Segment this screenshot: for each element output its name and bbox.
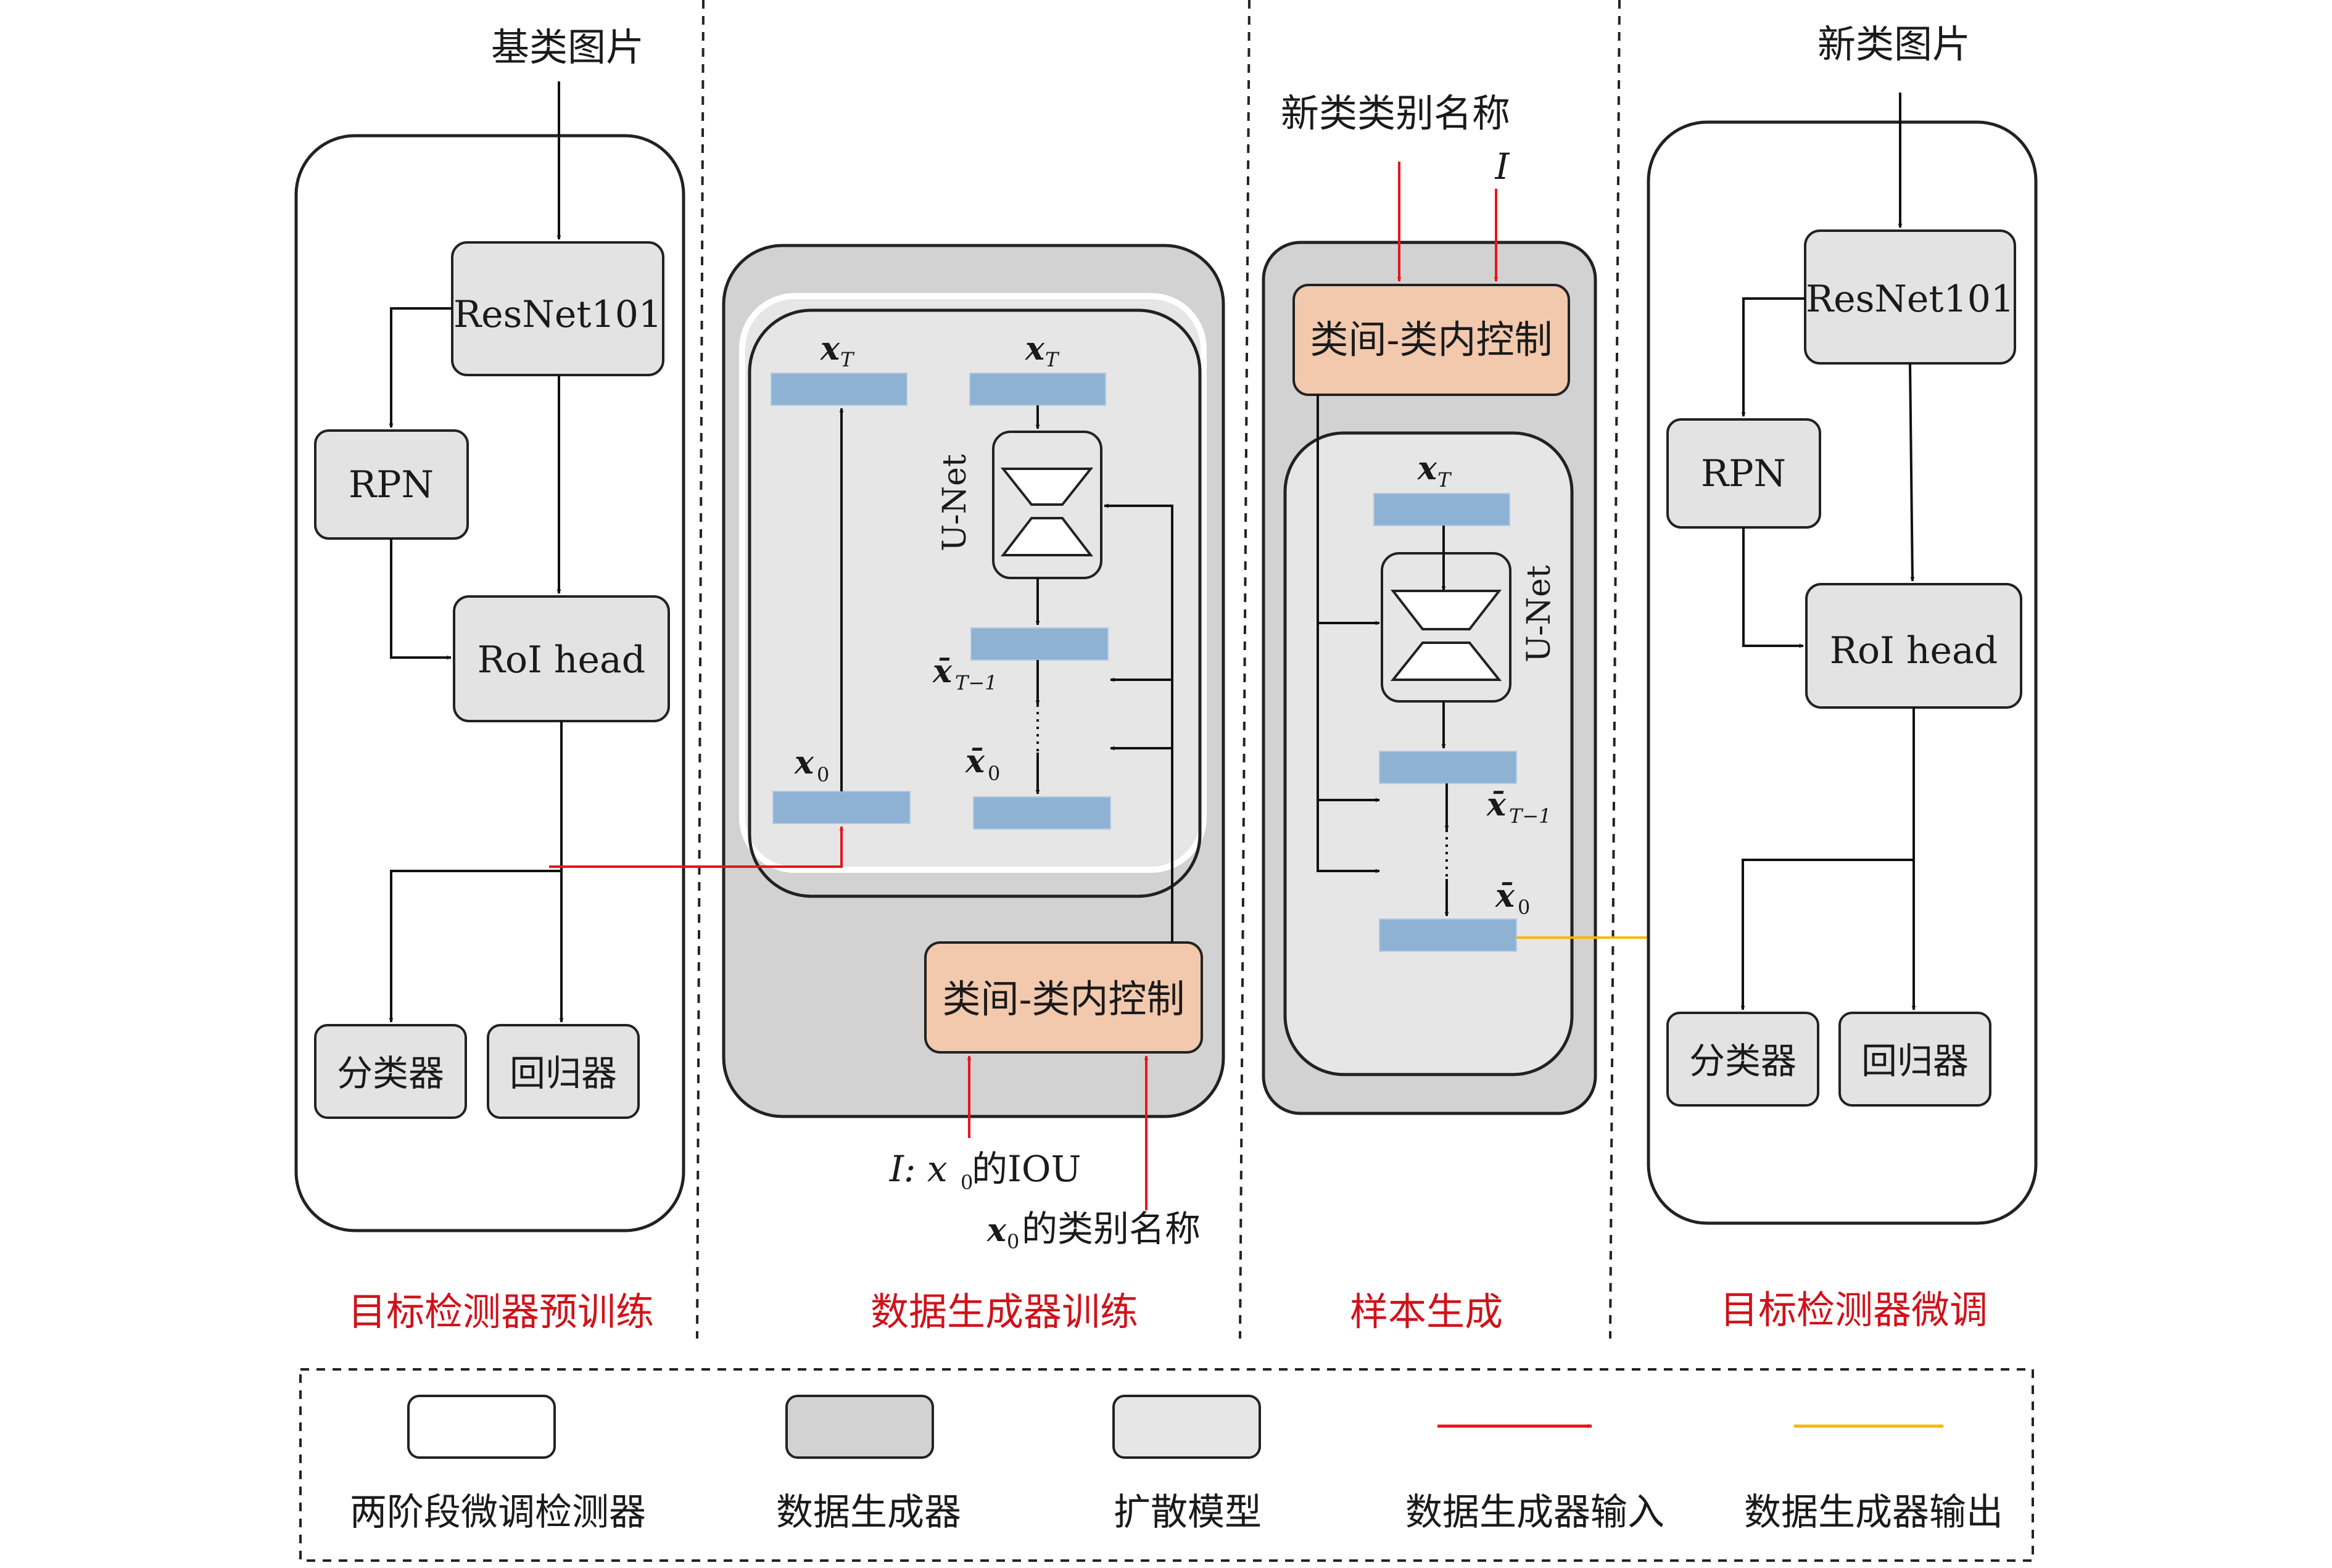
pretrain-classifier-label: 分类器 [337,1052,444,1094]
sample-input-name: 新类类别名称 [1281,91,1510,136]
input-iou-label: I: x [889,1148,948,1190]
finetune-classifier-box [1666,1012,1819,1107]
finetune-regressor-label: 回归器 [1861,1040,1969,1082]
generator-training-caption: 数据生成器训练 [870,1289,1138,1334]
pretrain-input-label: 基类图片 [491,25,644,70]
legend: 两阶段微调检测器 数据生成器 扩散模型 数据生成器输入 数据生成器输出 [299,1368,2034,1562]
x-bar-T-minus-1-sample-label: x̄ [1486,786,1507,823]
feature-bar-xT-sample [1373,493,1510,526]
control-box-sample [1292,284,1570,396]
legend-icon-generator [785,1395,934,1459]
xT-sample-sub: T [1437,468,1452,492]
legend-label-generator: 数据生成器 [776,1491,961,1534]
x0-label: x [794,744,814,782]
legend-label-detector: 两阶段微调检测器 [350,1491,646,1534]
stage-finetune: 新类图片 ResNet101 RPN RoI head 分类器 回归器 目标检测… [1647,22,2038,1332]
unet-icon [1000,468,1094,556]
control-label-train: 类间-类内控制 [943,976,1185,1021]
pretrain-arrows [389,81,564,1023]
x-bar-0-label: x̄ [965,743,985,780]
feature-bar-x-bar-0 [973,796,1111,830]
legend-icon-diffusion [1112,1395,1261,1459]
pretrain-regressor-box [487,1024,640,1119]
finetune-arrows [1740,93,1916,1010]
sample-generation-arrows [1317,395,1449,917]
legend-label-input: 数据生成器输入 [1405,1491,1664,1534]
x-bar-0-sample-label: x̄ [1495,877,1515,915]
generator-training-input-arrows [549,826,1149,1210]
feature-bar-xT-1-sample [1379,751,1517,784]
legend-label-diffusion: 扩散模型 [1114,1491,1262,1534]
feature-bar-x0 [772,791,911,824]
xT-right-sub: T [1045,348,1060,371]
pretrain-roi-head-label: RoI head [478,638,645,682]
x0-sub: 0 [817,763,829,786]
x-bar-0-sub: 0 [988,762,1000,785]
pretrain-backbone-label: ResNet101 [453,293,662,336]
control-label-sample: 类间-类内控制 [1310,317,1553,362]
stage-generator-training: x T x T U-Net x̄ T−1 x̄ 0 x 0 类间-类内控制 [549,244,1225,1334]
feature-bar-xT-left [771,373,908,406]
input-name-tail: 的类别名称 [1022,1208,1201,1250]
input-iou-tail: 的IOU [972,1148,1081,1190]
x-bar-T-minus-1-sub: T−1 [955,671,998,695]
finetune-roi-head-label: RoI head [1830,629,1998,672]
xT-left-label: x [820,330,840,368]
pretrain-rpn-label: RPN [349,463,434,506]
unet-label: U-Net [937,454,974,551]
legend-frame [299,1368,2034,1562]
generator-training-arrows [839,405,1173,943]
feature-bar-xT-right [969,373,1106,406]
xT-sample-label: x [1417,450,1437,487]
x-bar-T-minus-1-label: x̄ [932,653,953,690]
pretrain-caption: 目标检测器预训练 [348,1289,654,1334]
sample-generation-caption: 样本生成 [1350,1289,1503,1334]
x-bar-0-sample-sub: 0 [1518,896,1530,919]
finetune-caption: 目标检测器微调 [1720,1287,1988,1332]
feature-bar-xT-1 [970,627,1109,661]
control-box-train [924,941,1203,1054]
xT-right-label: x [1025,330,1045,368]
input-name-sub: 0 [1007,1230,1019,1253]
finetune-rpn-label: RPN [1701,452,1786,495]
input-iou-sub: 0 [961,1171,973,1194]
finetune-backbone-label: ResNet101 [1806,278,2014,321]
xT-left-sub: T [840,348,855,371]
stage-sample-generation: 新类类别名称 I 类间-类内控制 x T U-Net x̄ T−1 x̄ 0 [1262,91,1704,1334]
input-name-x: x [986,1211,1007,1249]
pretrain-classifier-box [314,1024,467,1119]
legend-label-output: 数据生成器输出 [1744,1491,2003,1534]
unet-icon-sample [1390,590,1502,681]
legend-icon-detector [407,1395,556,1459]
finetune-classifier-label: 分类器 [1689,1040,1797,1082]
pretrain-regressor-label: 回归器 [510,1052,617,1094]
sample-input-I: I [1495,146,1510,188]
feature-bar-x-bar-0-sample [1379,918,1517,952]
stage-pretrain: 基类图片 ResNet101 RPN RoI head 分类器 回归器 目标检测… [294,25,685,1334]
finetune-regressor-box [1838,1012,1991,1107]
sample-generation-input-arrows [1397,162,1499,282]
x-bar-T-minus-1-sample-sub: T−1 [1509,804,1552,828]
diffusion-model-box [748,308,1202,898]
unet-label-sample: U-Net [1521,565,1558,662]
finetune-input-label: 新类图片 [1817,22,1970,67]
